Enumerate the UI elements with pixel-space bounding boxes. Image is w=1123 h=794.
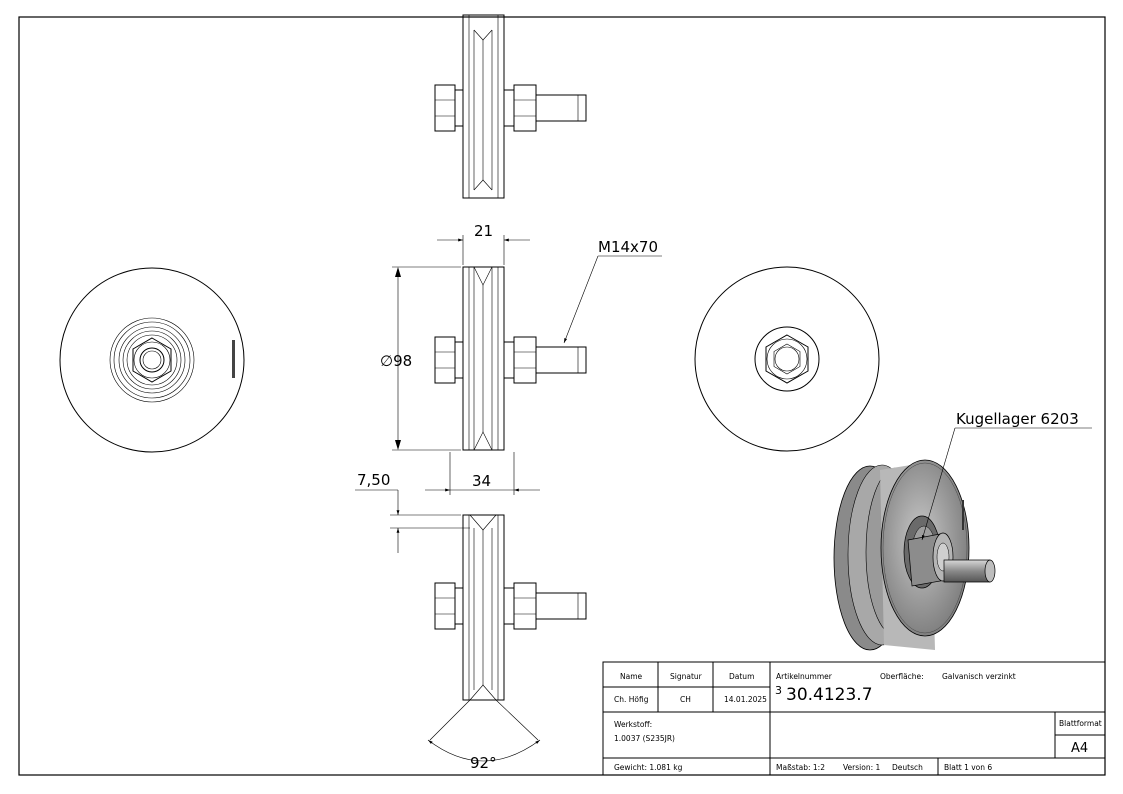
- tb-version: Version: 1: [843, 763, 880, 772]
- dimension-offset: 7,50: [355, 471, 470, 553]
- tb-header-signatur: Signatur: [670, 672, 703, 681]
- tb-artikel-number: 30.4123.7: [786, 685, 873, 705]
- dimension-width-label: 21: [474, 222, 493, 240]
- tb-artikel-prefix: 3: [775, 684, 782, 697]
- tb-werkstoff-value: 1.0037 (S235JR): [614, 734, 675, 743]
- dimension-diameter-label: ∅98: [380, 352, 412, 370]
- dimension-offset-label: 7,50: [357, 471, 390, 489]
- callout-bolt: M14x70: [563, 238, 662, 344]
- dimension-length: 34: [425, 452, 540, 495]
- dimension-angle-label: 92°: [470, 754, 497, 772]
- dimension-angle: 92°: [427, 699, 541, 772]
- tb-sprache: Deutsch: [892, 763, 923, 772]
- tb-signatur: CH: [680, 695, 691, 704]
- tb-datum: 14.01.2025: [724, 695, 767, 704]
- front-view-right: [694, 266, 880, 452]
- callout-bearing-label: Kugellager 6203: [956, 410, 1079, 428]
- tb-blattformat-value: A4: [1071, 741, 1088, 756]
- tb-header-datum: Datum: [729, 672, 754, 681]
- dimension-diameter: ∅98: [380, 266, 461, 451]
- isometric-view: [833, 459, 996, 651]
- tb-blatt: Blatt 1 von 6: [944, 763, 992, 772]
- side-view-middle: [434, 266, 587, 451]
- callout-bearing: Kugellager 6203: [921, 410, 1092, 541]
- side-view-top: [434, 14, 587, 199]
- tb-header-name: Name: [620, 672, 643, 681]
- tb-artikel-label: Artikelnummer: [776, 672, 833, 681]
- tb-gewicht: Gewicht: 1.081 kg: [614, 763, 683, 772]
- front-view-left: [59, 267, 245, 453]
- sheet-border: [18, 16, 1106, 776]
- tb-massstab: Maßstab: 1:2: [776, 763, 825, 772]
- dimension-width: 21: [437, 222, 530, 265]
- dimension-length-label: 34: [472, 472, 491, 490]
- title-block: Name Signatur Datum Ch. Höfig CH 14.01.2…: [602, 661, 1106, 776]
- tb-blattformat-label: Blattformat: [1059, 719, 1102, 728]
- side-view-bottom: [434, 514, 587, 701]
- tb-werkstoff-label: Werkstoff:: [614, 720, 652, 729]
- callout-bolt-label: M14x70: [598, 238, 658, 256]
- tb-oberflaeche-label: Oberfläche:: [880, 672, 924, 681]
- tb-name: Ch. Höfig: [614, 695, 649, 704]
- tb-oberflaeche-value: Galvanisch verzinkt: [942, 672, 1016, 681]
